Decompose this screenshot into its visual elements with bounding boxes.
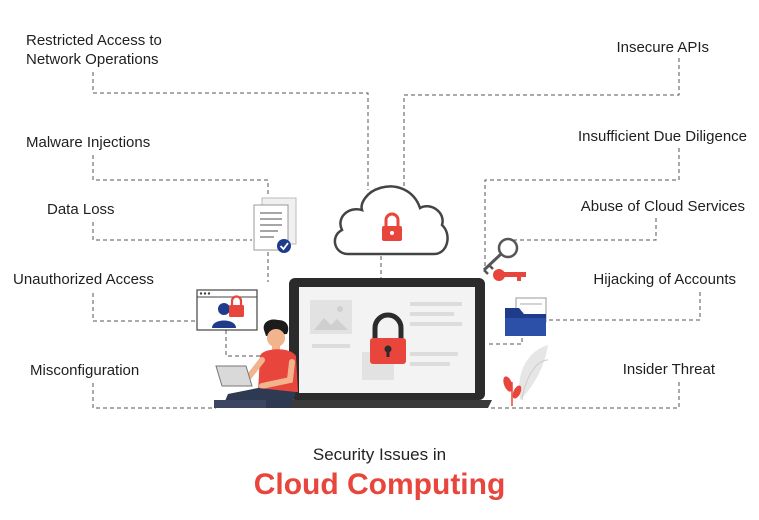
title-main: Cloud Computing — [253, 468, 506, 501]
label-misconfiguration: Misconfiguration — [30, 362, 140, 379]
label-abuse-of-cloud-services: Abuse of Cloud Services — [580, 198, 745, 215]
connector-lines — [92, 58, 701, 409]
connector-misconfiguration — [92, 383, 216, 409]
browser-user-lock-icon — [196, 289, 258, 331]
label-insecure-apis: Insecure APIs — [616, 39, 709, 56]
plant-decoration — [503, 345, 549, 406]
connector-hijacking — [545, 292, 701, 321]
connector-folder-down — [489, 338, 523, 345]
label-unauthorized-access: Unauthorized Access — [13, 271, 154, 288]
label-data-loss: Data Loss — [47, 201, 115, 218]
label-insider-threat: Insider Threat — [622, 361, 715, 378]
label-restricted-access: Restricted Access to Network Operations — [26, 31, 162, 69]
folder-icon — [505, 297, 547, 336]
person-with-laptop — [214, 319, 298, 408]
title-subtitle: Security Issues in — [312, 445, 447, 464]
connector-insider — [490, 382, 680, 409]
connector-data-loss — [92, 222, 252, 241]
connector-restricted — [92, 72, 369, 190]
cloud-lock-icon — [333, 185, 449, 256]
laptop-lock-icon — [262, 278, 492, 408]
label-malware-injections: Malware Injections — [26, 134, 151, 151]
label-restricted-line1: Restricted Access to — [26, 32, 162, 49]
label-insufficient-due-diligence: Insufficient Due Diligence — [578, 128, 747, 145]
key-icon — [482, 237, 526, 281]
document-check-icon — [253, 197, 297, 253]
label-restricted-line2: Network Operations — [26, 51, 159, 68]
connector-malware — [92, 155, 269, 195]
connector-unauthorized — [92, 293, 197, 322]
connector-abuse — [514, 218, 657, 241]
label-hijacking-of-accounts: Hijacking of Accounts — [593, 271, 736, 288]
connector-insecure-apis — [403, 58, 680, 190]
connector-due-diligence — [484, 148, 680, 270]
connector-browser-down — [225, 330, 262, 357]
